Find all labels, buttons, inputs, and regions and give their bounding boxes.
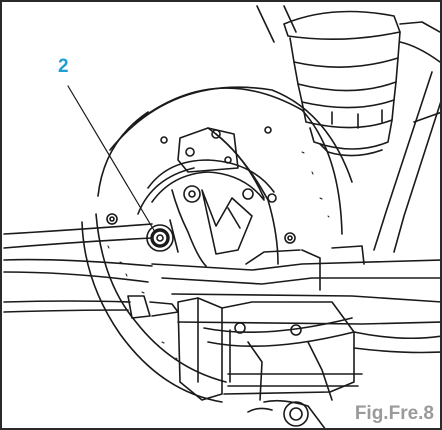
axle-beam [151, 245, 440, 325]
figure-label: Fig.Fre.8 [352, 403, 436, 425]
chassis-member [256, 5, 440, 253]
backing-plate [81, 86, 353, 403]
trailing-arm-bracket [177, 297, 440, 401]
callout-number: 2 [58, 56, 69, 77]
shading-dots [107, 151, 330, 360]
handbrake-cable [3, 223, 179, 319]
callout-leader-line [67, 85, 156, 233]
brake-shoes [137, 159, 277, 267]
suspension-bump-stop [283, 10, 440, 157]
bottom-fittings [247, 399, 326, 428]
